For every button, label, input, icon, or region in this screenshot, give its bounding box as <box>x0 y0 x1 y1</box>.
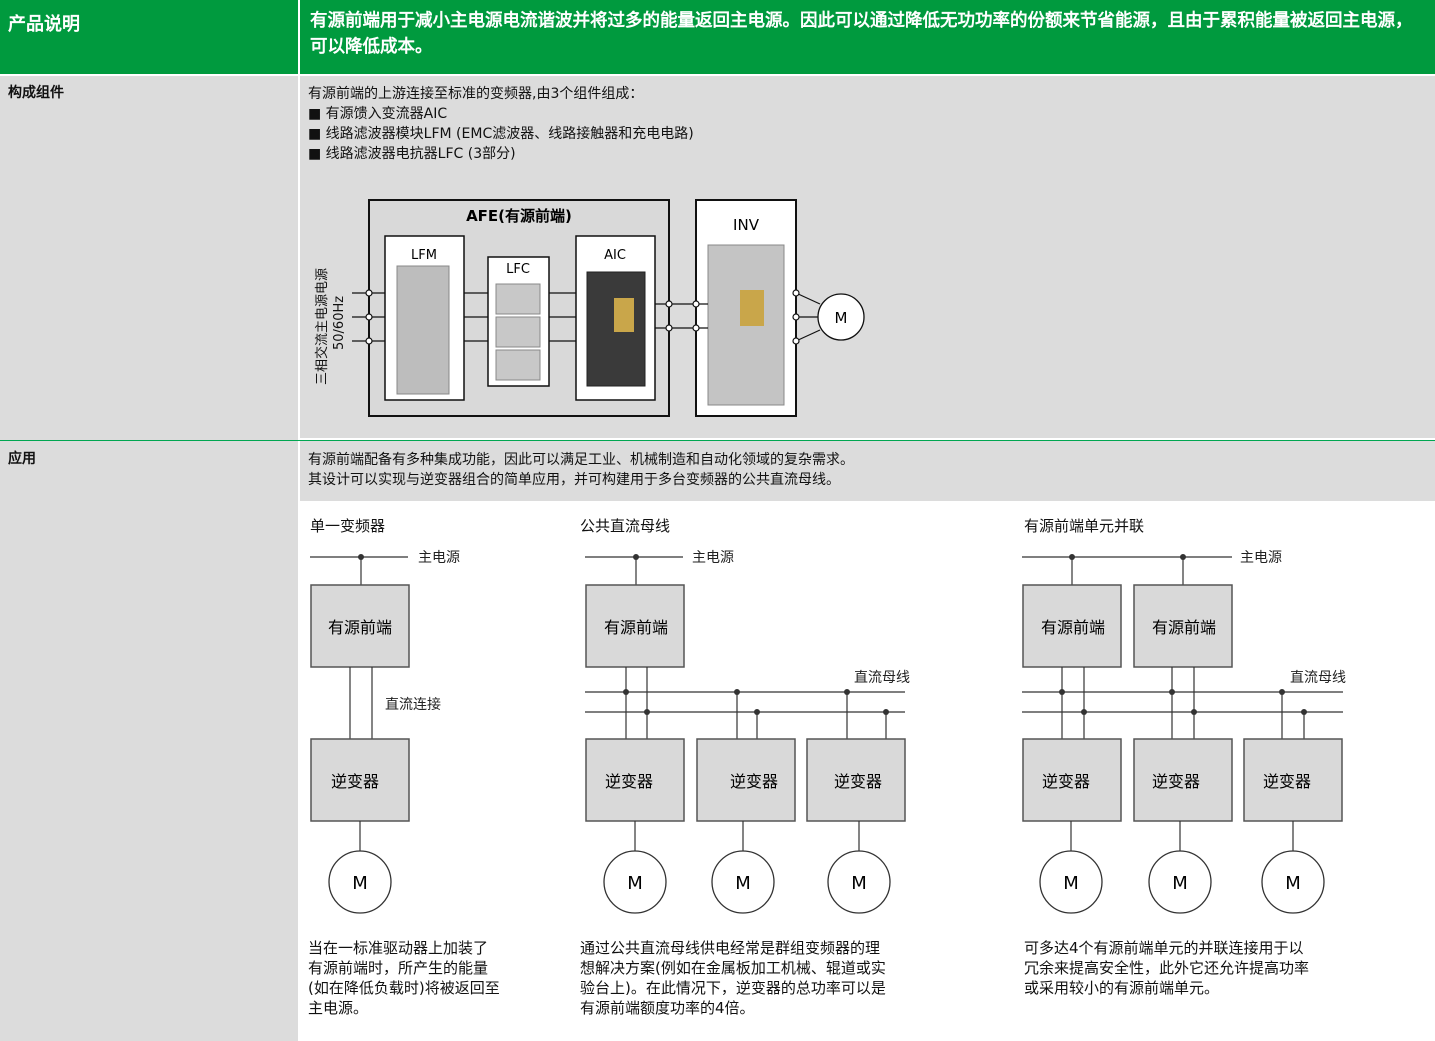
parallel-desc-line: 可多达4个有源前端单元的并联连接用于以 <box>1024 939 1304 957</box>
single-desc-line: 主电源。 <box>308 999 369 1017</box>
common-bus-desc: 通过公共直流母线供电经常是群组变频器的理 想解决方案(例如在金属板加工机械、辊道… <box>580 938 886 1018</box>
inverter-label: 逆变器 <box>1042 772 1090 791</box>
afe-title: AFE(有源前端) <box>466 207 572 225</box>
inverter-label: 逆变器 <box>1152 772 1200 791</box>
header-label-cell: 产品说明 <box>0 0 298 74</box>
single-desc-line: 有源前端时，所产生的能量 <box>308 959 489 977</box>
components-intro: 有源前端的上游连接至标准的变频器,由3个组件组成： <box>308 86 644 102</box>
inv-title: INV <box>733 216 760 234</box>
header-description-cell: 有源前端用于减小主电源电流谐波并将过多的能量返回主电源。因此可以通过降低无功功率… <box>300 0 1435 74</box>
inverter-label: 逆变器 <box>834 772 882 791</box>
header-description: 有源前端用于减小主电源电流谐波并将过多的能量返回主电源。因此可以通过降低无功功率… <box>310 11 1413 57</box>
single-desc-line: 当在一标准驱动器上加装了 <box>308 939 489 957</box>
motor-label: M <box>851 873 867 894</box>
motor-circle <box>1039 850 1103 914</box>
motor-circle <box>603 850 667 914</box>
motor-label: M <box>627 873 643 894</box>
motor-circle <box>1261 850 1325 914</box>
aic-label: AIC <box>604 248 626 263</box>
inverter-box <box>696 738 796 822</box>
supply-label-line2: 50/60Hz <box>332 296 347 350</box>
parallel-title: 有源前端单元并联 <box>1024 517 1145 535</box>
application-intro-line2: 其设计可以实现与逆变器组合的简单应用，并可构建用于多台变频器的公共直流母线。 <box>308 472 840 488</box>
common-bus-desc-line: 验台上)。在此情况下，逆变器的总功率可以是 <box>580 979 886 997</box>
parallel-diagram: 主电源 有源前端 有源前端 直流母线 逆变器 逆变器 逆变器 M M M <box>1022 550 1346 914</box>
application-band <box>300 441 1435 501</box>
supply-label-line1: 三相交流主电源电源 <box>314 268 330 385</box>
mains-label: 主电源 <box>1240 550 1282 566</box>
lfc-image-3 <box>495 349 541 381</box>
motor-circle <box>827 850 891 914</box>
row-separator <box>0 440 1435 441</box>
application-intro-line1: 有源前端配备有多种集成功能，因此可以满足工业、机械制造和自动化领域的复杂需求。 <box>308 452 854 468</box>
dc-bus-label: 直流母线 <box>854 669 910 686</box>
inverter-box <box>1022 738 1122 822</box>
motor-label: M <box>835 309 848 327</box>
lfm-image <box>396 265 450 395</box>
motor-label: M <box>1063 873 1079 894</box>
motor-circle <box>817 293 865 341</box>
motor-label: M <box>1285 873 1301 894</box>
component-item: ■ 有源馈入变流器AIC <box>308 106 448 122</box>
component-item: ■ 线路滤波器电抗器LFC (3部分) <box>308 146 516 162</box>
motor-label: M <box>1172 873 1188 894</box>
inverter-box <box>585 738 685 822</box>
connection-wires <box>352 289 821 345</box>
afe-box <box>1022 584 1122 668</box>
single-desc: 当在一标准驱动器上加装了 有源前端时，所产生的能量 (如在降低负载时)将被返回至… <box>308 938 500 1018</box>
mains-label: 主电源 <box>418 550 460 566</box>
lfc-image-2 <box>495 316 541 348</box>
dc-link-label: 直流连接 <box>385 696 441 713</box>
inverter-label: 逆变器 <box>730 772 778 791</box>
afe-label: 有源前端 <box>604 618 668 637</box>
inverter-label: 逆变器 <box>605 772 653 791</box>
lfc-label: LFC <box>506 262 530 277</box>
motor-label: M <box>735 873 751 894</box>
afe-label: 有源前端 <box>328 618 392 637</box>
inverter-box <box>310 738 410 822</box>
afe-box <box>310 584 410 668</box>
motor-circle <box>1148 850 1212 914</box>
aic-keypad <box>614 298 634 332</box>
components-text: 有源前端的上游连接至标准的变频器,由3个组件组成： ■ 有源馈入变流器AIC ■… <box>308 84 694 164</box>
lfm-label: LFM <box>411 248 437 263</box>
dc-bus-label: 直流母线 <box>1290 669 1346 686</box>
components-label: 构成组件 <box>8 85 64 101</box>
afe-box <box>1133 584 1233 668</box>
header-label: 产品说明 <box>8 14 80 35</box>
single-title: 单一变频器 <box>310 517 386 535</box>
application-label: 应用 <box>8 451 36 467</box>
afe-label: 有源前端 <box>1152 618 1216 637</box>
component-item: ■ 线路滤波器模块LFM (EMC滤波器、线路接触器和充电电路) <box>308 126 694 142</box>
components-band <box>300 76 1435 180</box>
mains-label: 主电源 <box>692 550 734 566</box>
common-bus-desc-line: 有源前端额度功率的4倍。 <box>580 999 755 1017</box>
single-desc-line: (如在降低负载时)将被返回至 <box>308 979 500 997</box>
inv-keypad <box>740 290 764 326</box>
motor-label: M <box>352 873 368 894</box>
common-bus-diagram: 主电源 有源前端 直流母线 逆变器 逆变器 逆变器 M M M <box>585 550 910 914</box>
motor-circle <box>711 850 775 914</box>
parallel-desc-line: 冗余来提高安全性，此外它还允许提高功率 <box>1024 959 1310 977</box>
inverter-label: 逆变器 <box>331 772 379 791</box>
afe-box <box>585 584 685 668</box>
parallel-desc-line: 或采用较小的有源前端单元。 <box>1024 979 1220 997</box>
left-column <box>0 76 298 1041</box>
common-bus-desc-line: 通过公共直流母线供电经常是群组变频器的理 <box>580 939 881 957</box>
common-bus-desc-line: 想解决方案(例如在金属板加工机械、辊道或实 <box>580 959 886 977</box>
afe-label: 有源前端 <box>1041 618 1105 637</box>
motor-circle <box>328 850 392 914</box>
inverter-box <box>1243 738 1343 822</box>
lfc-image-1 <box>495 283 541 315</box>
inverter-label: 逆变器 <box>1263 772 1311 791</box>
afe-system-diagram: 三相交流主电源电源 50/60Hz AFE(有源前端) LFM LFC AIC … <box>314 199 865 417</box>
application-intro: 有源前端配备有多种集成功能，因此可以满足工业、机械制造和自动化领域的复杂需求。 … <box>308 450 854 490</box>
parallel-desc: 可多达4个有源前端单元的并联连接用于以 冗余来提高安全性，此外它还允许提高功率 … <box>1024 938 1309 998</box>
inverter-box <box>1133 738 1233 822</box>
single-diagram: 主电源 有源前端 直流连接 逆变器 M <box>310 550 460 914</box>
inverter-box <box>806 738 906 822</box>
common-bus-title: 公共直流母线 <box>580 517 671 535</box>
